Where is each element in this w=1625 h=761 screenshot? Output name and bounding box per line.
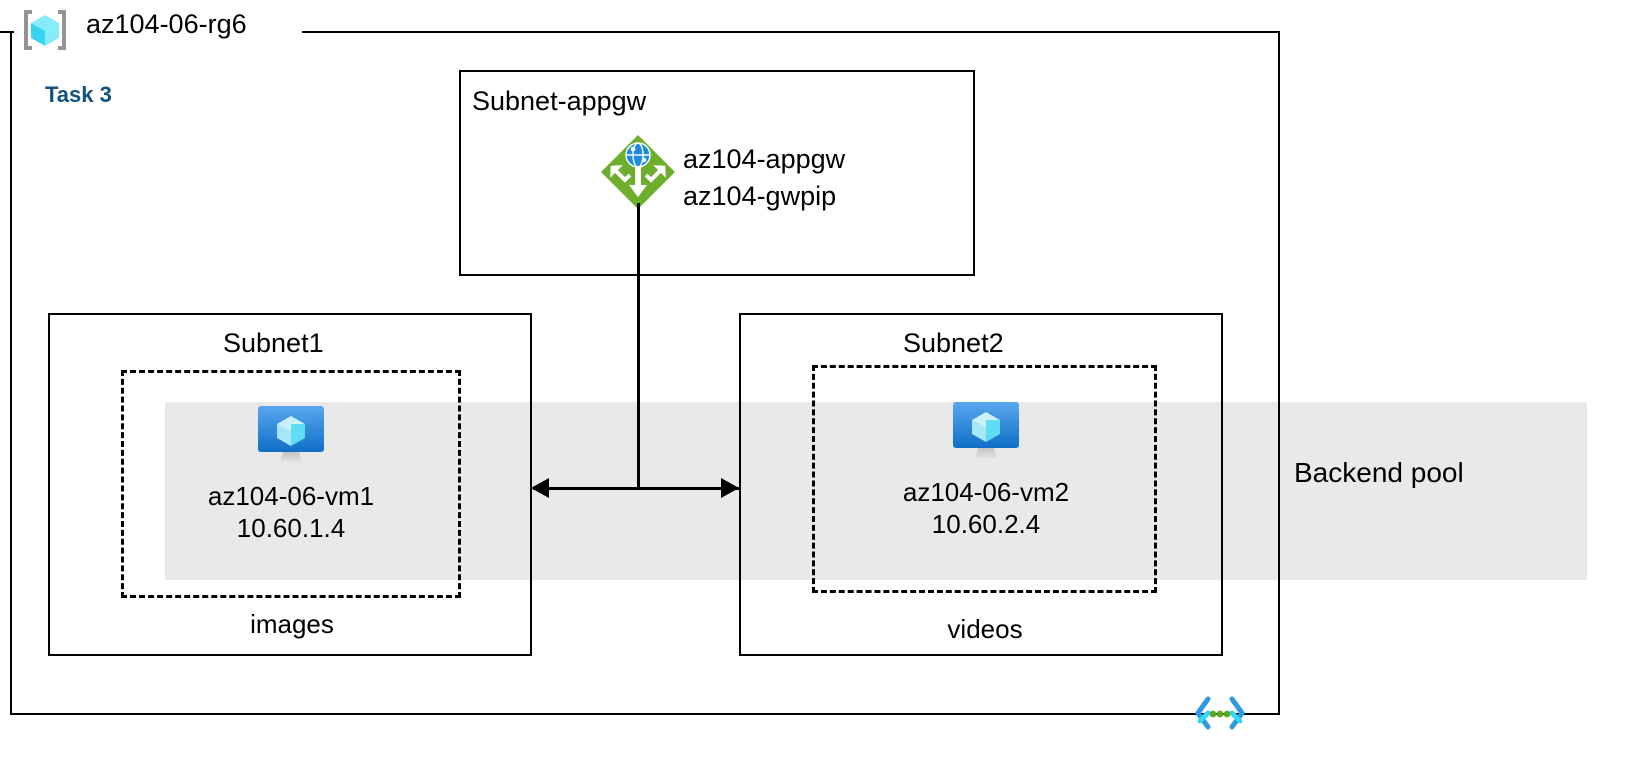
resource-group-border-top — [302, 31, 1280, 33]
subnet1-dashed-group — [121, 370, 461, 598]
subnet2-dashed-group — [812, 365, 1157, 593]
resource-group-border-right — [1278, 31, 1280, 715]
vm2-name: az104-06-vm2 — [902, 477, 1070, 507]
subnet1-box — [48, 313, 532, 656]
resource-group-title: az104-06-rg6 — [86, 9, 247, 39]
resource-group-border-bottom — [10, 713, 1280, 715]
task-label: Task 3 — [45, 82, 112, 107]
application-gateway-labels: az104-appgw az104-gwpip — [683, 141, 845, 215]
subnet2-group-label: videos — [947, 614, 1023, 644]
appgw-to-subnets-connector — [637, 203, 640, 489]
subnet1-group-label: images — [250, 609, 334, 639]
resource-group-border-left — [10, 31, 12, 715]
subnet-appgw-box — [459, 70, 975, 276]
subnet2-box — [739, 313, 1223, 656]
resource-group-icon — [20, 6, 70, 54]
vm2-block: az104-06-vm2 10.60.2.4 — [880, 400, 1092, 540]
virtual-machine-icon — [949, 400, 1023, 464]
code-brackets-icon — [1194, 695, 1246, 731]
appgw-resource-name: az104-appgw — [683, 144, 846, 174]
subnet2-title: Subnet2 — [903, 328, 1004, 358]
vm2-ip: 10.60.2.4 — [931, 509, 1041, 539]
resource-group-border-top-left-stub — [0, 31, 14, 33]
subnet1-title: Subnet1 — [223, 328, 324, 358]
vm1-block: az104-06-vm1 10.60.1.4 — [185, 404, 397, 544]
subnet1-subnet2-connector — [533, 487, 739, 490]
virtual-machine-icon — [254, 404, 328, 468]
vm1-name: az104-06-vm1 — [207, 481, 375, 511]
connector-arrow-right — [721, 478, 739, 498]
connector-arrow-left — [531, 478, 549, 498]
subnet-appgw-title: Subnet-appgw — [472, 86, 647, 116]
backend-pool-label: Backend pool — [1294, 457, 1464, 488]
backend-pool-band — [165, 402, 1587, 580]
application-gateway-icon — [599, 133, 677, 211]
vm1-ip: 10.60.1.4 — [236, 513, 346, 543]
appgw-public-ip-name: az104-gwpip — [683, 181, 837, 211]
